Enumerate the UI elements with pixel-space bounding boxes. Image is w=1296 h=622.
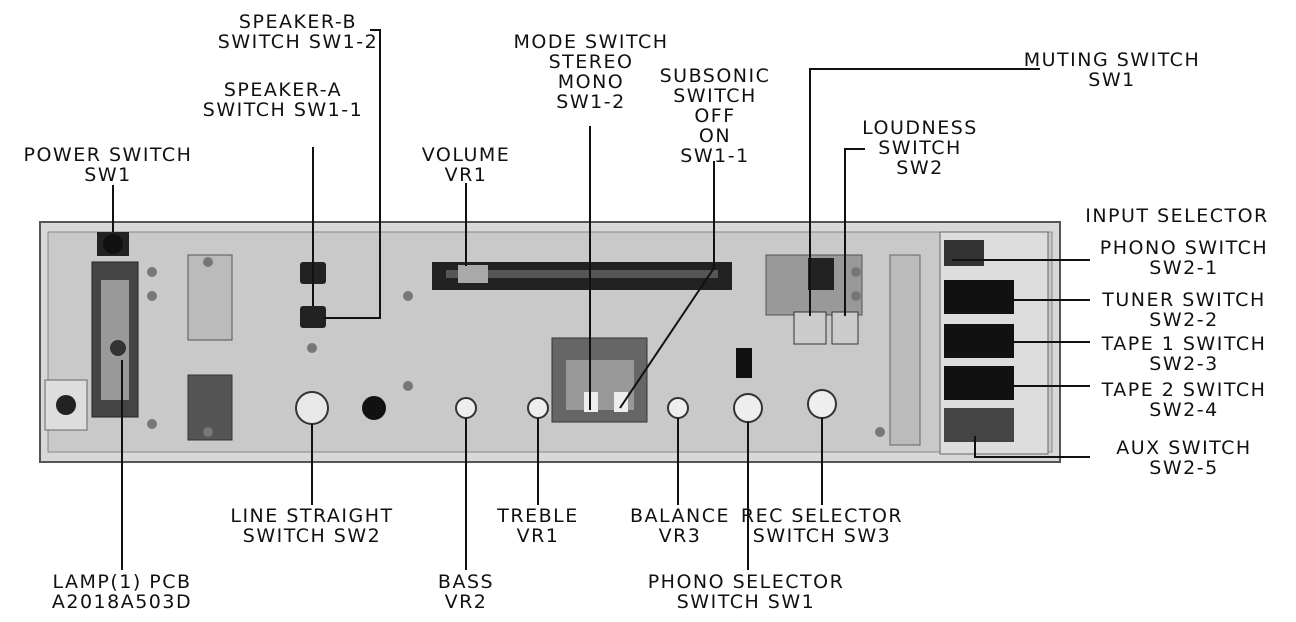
treble-knob xyxy=(528,398,548,418)
subsonic-switch-lever xyxy=(614,392,628,412)
aux-button xyxy=(944,408,1014,442)
black-knob xyxy=(362,396,386,420)
tape2-button xyxy=(944,366,1014,400)
rec-selector-knob xyxy=(808,390,836,418)
input-selector-column xyxy=(890,255,920,445)
phono-selector-knob xyxy=(734,394,762,422)
tuner-button xyxy=(944,280,1014,314)
volume-slider-knob xyxy=(458,265,488,283)
balance-knob xyxy=(668,398,688,418)
speaker-bracket-top xyxy=(188,255,232,340)
loudness-switch-button xyxy=(832,312,858,344)
label-input-selector: INPUT SELECTOR xyxy=(1085,206,1269,226)
bass-knob xyxy=(456,398,476,418)
speaker-a-button xyxy=(300,306,326,328)
muting-switch-button xyxy=(794,312,826,344)
line-straight-knob xyxy=(296,392,328,424)
small-switch xyxy=(736,348,752,378)
phono-button xyxy=(944,240,984,266)
